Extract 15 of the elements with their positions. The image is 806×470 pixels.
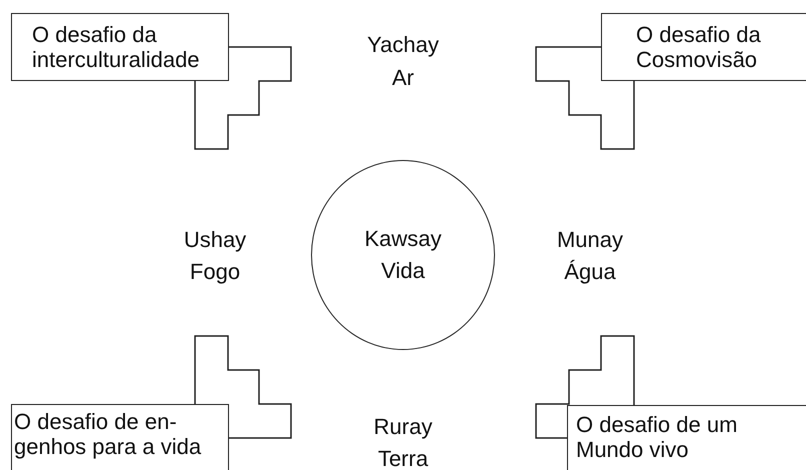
circle-label: Kawsay bbox=[364, 225, 442, 253]
element-label: Água bbox=[564, 260, 616, 284]
challenge-box: O desafio de um Mundo vivo bbox=[567, 405, 806, 470]
element-label: Fogo bbox=[190, 260, 240, 284]
element-label: Yachay bbox=[367, 33, 439, 57]
element-label: Munay bbox=[556, 228, 624, 252]
circle-label: Vida bbox=[381, 257, 425, 285]
central-circle bbox=[311, 160, 495, 350]
element-label: Terra bbox=[378, 447, 428, 470]
challenge-box: O desafio da interculturalidade bbox=[11, 13, 229, 81]
challenge-box: O desafio de en- genhos para a vida bbox=[11, 404, 229, 470]
element-label: Ushay bbox=[184, 228, 246, 252]
element-label: Ruray bbox=[374, 415, 432, 439]
challenge-box: O desafio da Cosmovisão bbox=[601, 13, 806, 81]
element-label: Ar bbox=[392, 66, 414, 90]
